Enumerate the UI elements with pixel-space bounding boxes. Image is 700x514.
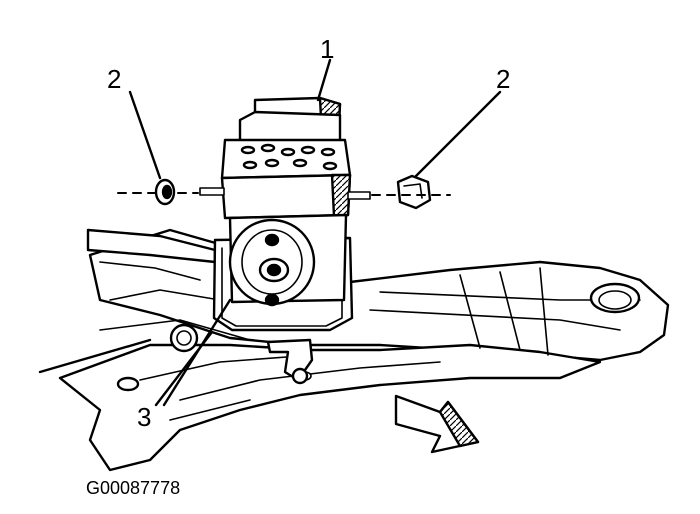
callout-3: 3 — [137, 402, 152, 432]
crossmember-frame — [38, 228, 670, 472]
nut-right — [396, 174, 432, 210]
abs-modulator-valve — [220, 96, 352, 307]
mounting-studs — [199, 187, 371, 200]
leader-lines — [128, 58, 502, 407]
callout-1: 1 — [320, 34, 335, 64]
figure-code: G00087778 — [86, 478, 181, 498]
bracket-bolt-left — [169, 323, 199, 353]
front-direction-arrow — [394, 394, 480, 454]
callout-2-left: 2 — [107, 64, 122, 94]
callout-2-right: 2 — [496, 64, 511, 94]
